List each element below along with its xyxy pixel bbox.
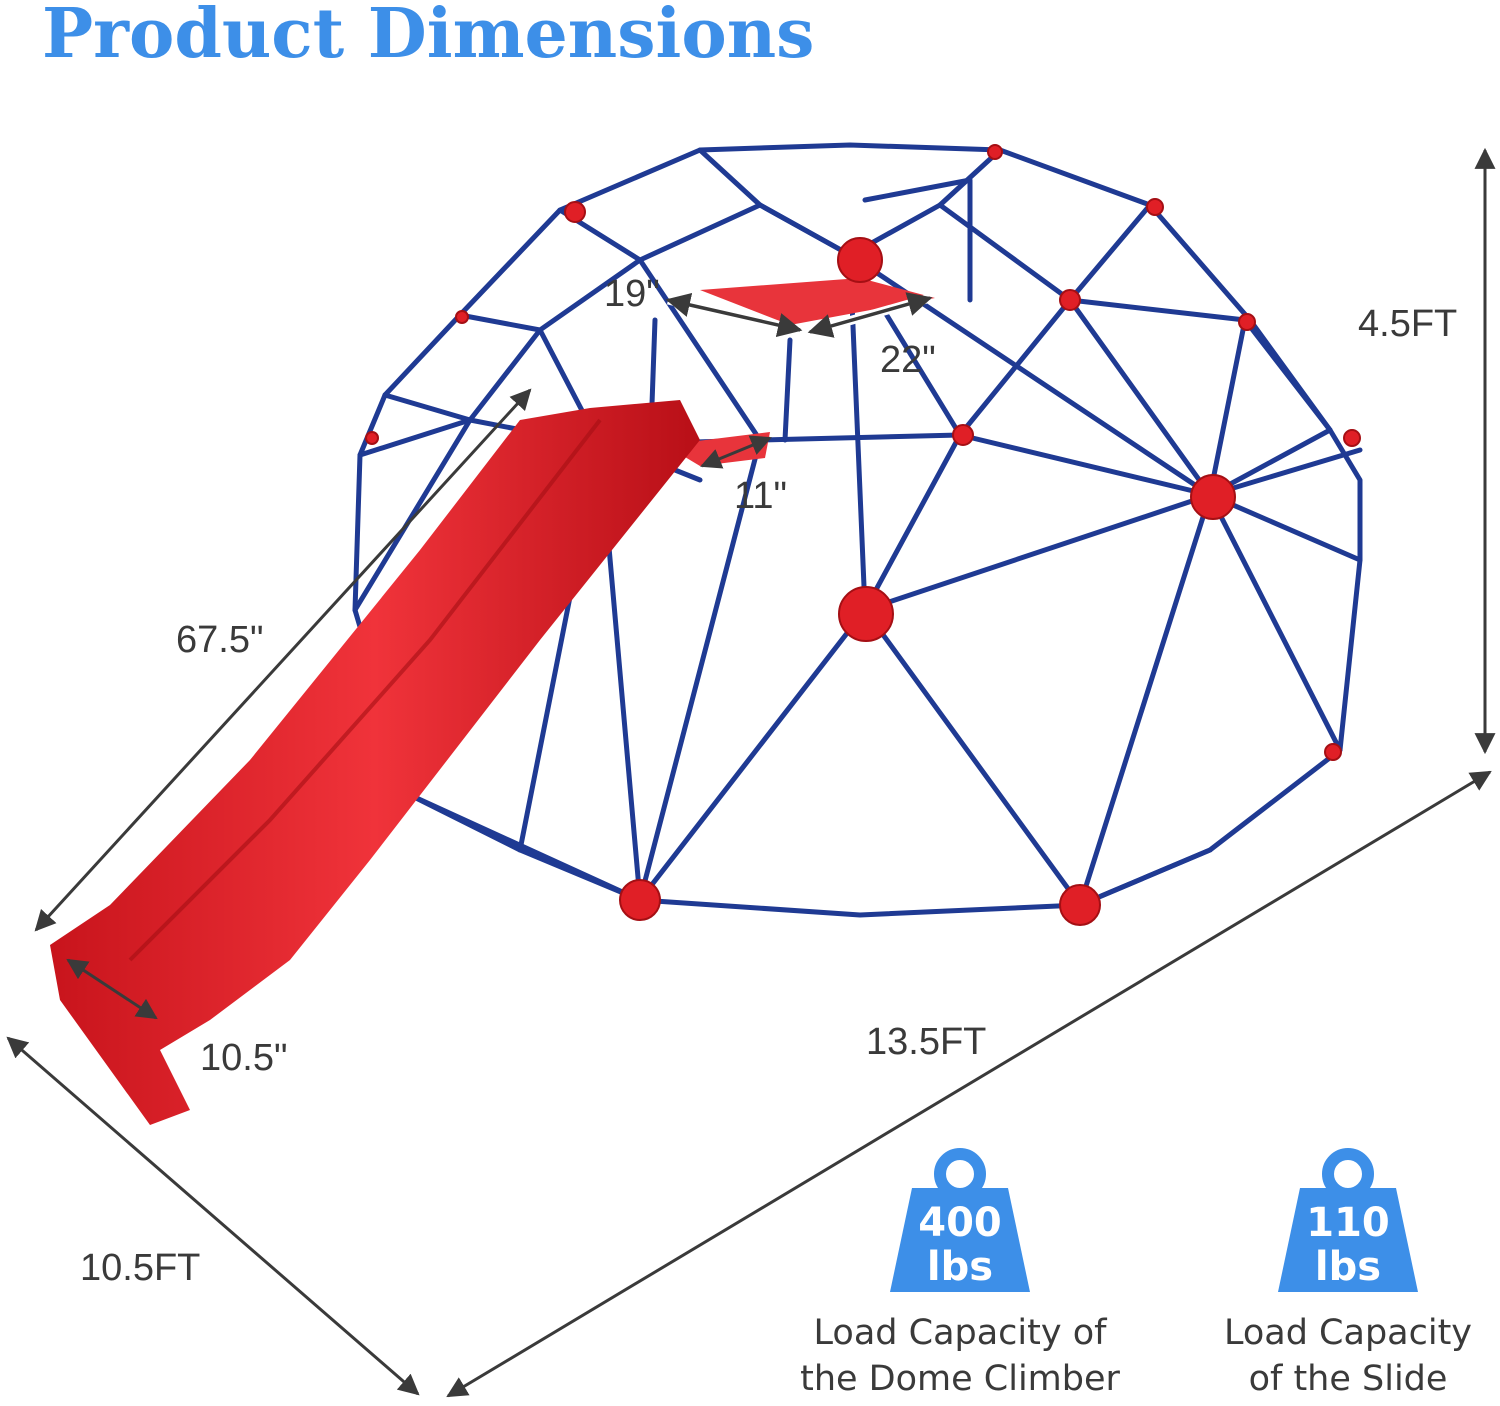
platform-width-arrow bbox=[665, 292, 803, 338]
weight-icon: 110 lbs bbox=[1278, 1148, 1418, 1292]
length-label: 13.5FT bbox=[866, 1021, 986, 1063]
dome-capacity-caption-line1: Load Capacity of bbox=[813, 1313, 1107, 1353]
dome-capacity-caption-line2: the Dome Climber bbox=[800, 1359, 1120, 1399]
weight-icon: 400 lbs bbox=[890, 1148, 1030, 1292]
page-title: Product Dimensions bbox=[42, 0, 815, 74]
slide-capacity-caption-line2: of the Slide bbox=[1248, 1359, 1448, 1399]
dome-capacity-caption: Load Capacity of the Dome Climber bbox=[770, 1310, 1150, 1402]
width-label: 10.5FT bbox=[80, 1247, 200, 1289]
platform-depth-arrow bbox=[807, 292, 933, 338]
dimension-arrows bbox=[6, 147, 1496, 1398]
slide-top-width-label: 11" bbox=[734, 475, 787, 517]
platform-depth-label: 22" bbox=[880, 339, 936, 381]
slide-capacity-value: 110 bbox=[1306, 1200, 1390, 1246]
width-arrow bbox=[6, 1036, 420, 1396]
height-label: 4.5FT bbox=[1358, 303, 1457, 345]
slide-capacity-unit: lbs bbox=[1315, 1244, 1381, 1290]
dome-capacity-unit: lbs bbox=[927, 1244, 993, 1290]
dome-capacity-value: 400 bbox=[918, 1200, 1002, 1246]
length-arrow bbox=[446, 770, 1492, 1398]
slide-capacity-caption-line1: Load Capacity bbox=[1223, 1313, 1473, 1353]
platform-width-label: 19" bbox=[604, 273, 660, 315]
slide-bottom-width-arrow bbox=[66, 958, 158, 1020]
slide-top-width-arrow bbox=[700, 435, 772, 469]
slide-capacity-caption: Load Capacity of the Slide bbox=[1158, 1310, 1500, 1402]
slide-bottom-width-label: 10.5" bbox=[200, 1037, 287, 1079]
slide bbox=[50, 400, 700, 1125]
slide-length-label: 67.5" bbox=[176, 619, 263, 661]
slide-length-arrow bbox=[34, 388, 532, 932]
